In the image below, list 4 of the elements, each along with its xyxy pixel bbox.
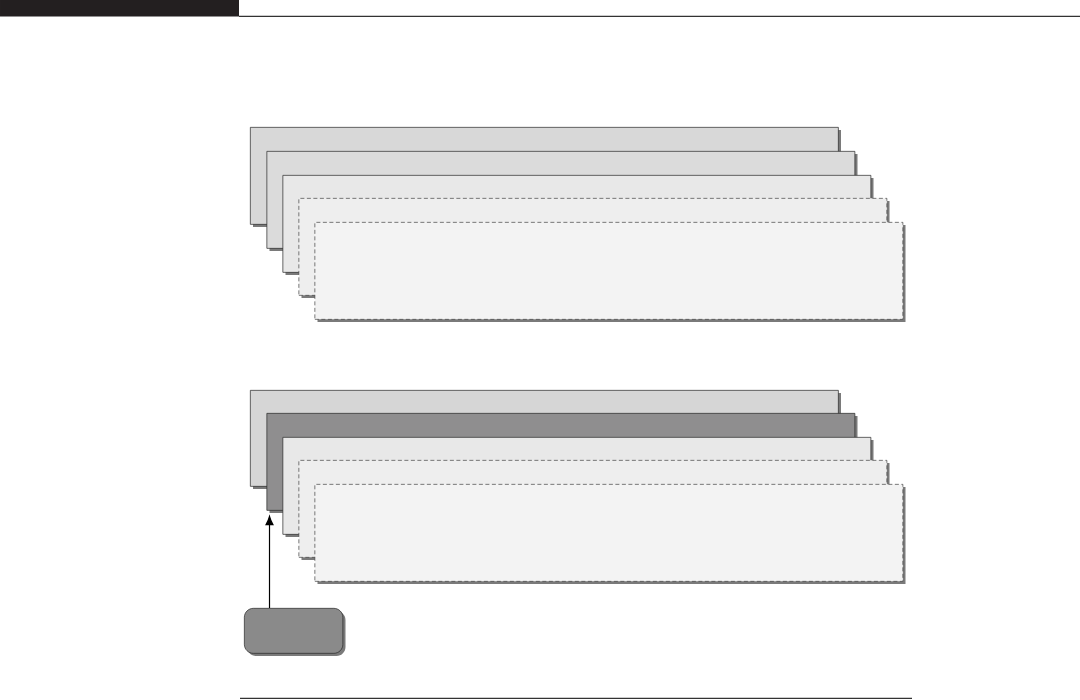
rounded-box — [244, 608, 346, 656]
stacked-box — [314, 222, 906, 322]
stacked-box — [314, 484, 906, 584]
arrow — [265, 515, 274, 609]
